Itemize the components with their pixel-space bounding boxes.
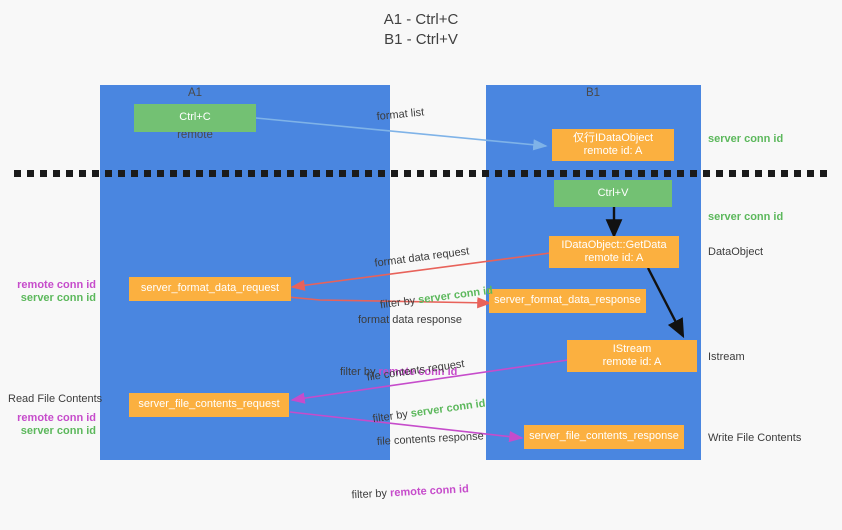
- label-read-file-contents: Read File Contents: [8, 393, 103, 405]
- label-dataobject: DataObject: [708, 246, 764, 258]
- arrow-label-format-data-response-line1: format data response: [358, 314, 462, 326]
- box-server-format-data-request[interactable]: server_format_data_request: [129, 277, 291, 301]
- box-server-file-contents-response[interactable]: server_file_contents_response: [524, 425, 684, 449]
- arrow-label-file-contents-response-line2: filter by remote conn id: [351, 481, 487, 502]
- diagram-canvas: A1 - Ctrl+C B1 - Ctrl+V A1 remote B1 con…: [8, 11, 828, 501]
- box-server-file-contents-request[interactable]: server_file_contents_request: [129, 393, 289, 417]
- page-title: A1 - Ctrl+C B1 - Ctrl+V: [383, 11, 459, 48]
- box-idataobject[interactable]: 仅行IDataObject remote id: A: [552, 129, 674, 161]
- lane-header-b1-name: B1: [585, 87, 601, 99]
- label-server-conn-id-lower: server conn id: [20, 425, 96, 437]
- label-istream: Istream: [708, 351, 745, 363]
- filter-by-value-2: remote conn id: [378, 366, 458, 378]
- label-server-conn-id-second: server conn id: [708, 211, 784, 223]
- lane-header-a1-sub: remote: [177, 129, 213, 141]
- arrow-label-format-data-response: format data response filter by remote co…: [340, 285, 462, 407]
- box-ctrl-c[interactable]: Ctrl+C: [134, 104, 256, 132]
- arrow-label-format-data-request-line1: format data request: [373, 245, 470, 270]
- label-remote-conn-id-lower: remote conn id: [17, 412, 96, 424]
- lane-header-a1-name: A1: [187, 87, 203, 99]
- box-server-format-data-response[interactable]: server_format_data_response: [489, 289, 646, 313]
- dashed-separator: [14, 170, 828, 177]
- lane-header-a1: A1 remote: [145, 58, 245, 170]
- box-ctrl-v[interactable]: Ctrl+V: [554, 180, 672, 207]
- arrow-label-format-list: format list: [376, 106, 425, 123]
- arrow-label-file-contents-response: file contents response filter by remote …: [351, 401, 488, 528]
- filter-by-value-4: remote conn id: [389, 483, 470, 500]
- arrow-label-file-contents-response-line1: file contents response: [376, 430, 485, 448]
- label-write-file-contents: Write File Contents: [708, 432, 802, 444]
- filter-by-prefix-2: filter by: [340, 366, 379, 378]
- filter-by-prefix-4: filter by: [351, 487, 391, 502]
- label-server-conn-id-upper: server conn id: [20, 292, 96, 304]
- arrow-label-format-data-response-line2: filter by remote conn id: [340, 365, 462, 379]
- box-istream[interactable]: IStream remote id: A: [567, 340, 697, 372]
- label-remote-conn-id-upper: remote conn id: [17, 279, 96, 291]
- arrow-label-file-contents-request-line1: file contents request: [366, 358, 466, 384]
- label-server-conn-id-top: server conn id: [708, 133, 784, 145]
- box-idataobject-getdata[interactable]: IDataObject::GetData remote id: A: [549, 236, 679, 268]
